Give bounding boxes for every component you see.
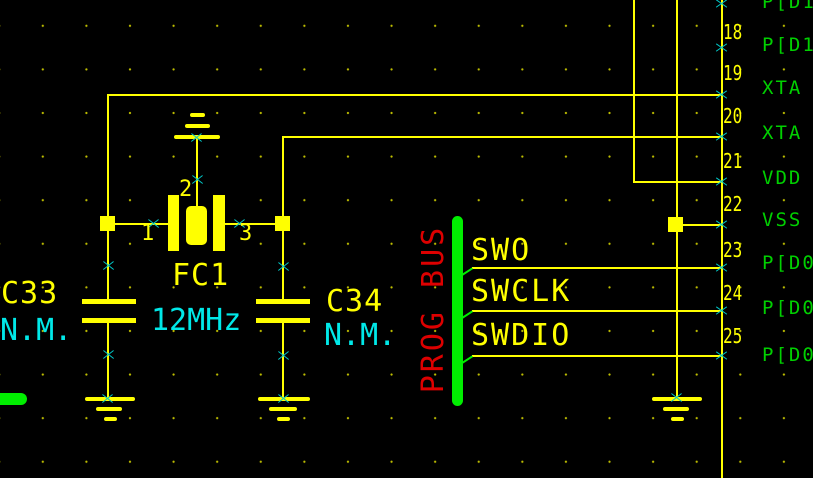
crystal-pin3-number: 3 [239, 221, 253, 246]
net-vss-wire[interactable] [681, 224, 722, 226]
pin-arrow [715, 130, 728, 143]
capacitor-plate [82, 299, 136, 304]
bus-stub-capsule[interactable] [0, 393, 27, 405]
pin-number: 25 [723, 324, 743, 348]
pin-number: 21 [723, 149, 743, 173]
pin-number: 23 [723, 238, 743, 262]
pin-net-label[interactable]: P[D1 [762, 0, 813, 13]
connection-x-mark [101, 392, 114, 405]
net-swo-wire[interactable] [472, 267, 722, 269]
net-vdd-wire[interactable] [633, 181, 722, 183]
pin-net-label[interactable]: VSS [762, 209, 803, 231]
net-xtal2-drop[interactable] [282, 136, 284, 218]
c33-refdes[interactable]: C33 [1, 276, 59, 311]
pin-net-label[interactable]: XTA [762, 77, 803, 99]
pin-net-label[interactable]: VDD [762, 167, 803, 189]
crystal-left-electrode [168, 195, 179, 251]
fc1-refdes[interactable]: FC1 [172, 258, 230, 293]
net-swclk-wire[interactable] [472, 310, 722, 312]
net-xtal2-wire[interactable] [282, 136, 722, 138]
prog-bus-bar[interactable] [452, 216, 463, 406]
pin-arrow [715, 218, 728, 231]
pin-number: 18 [723, 20, 743, 44]
net-label-swo[interactable]: SWO [471, 233, 532, 268]
capacitor-c34-symbol[interactable] [256, 299, 310, 323]
fc1-value[interactable]: 12MHz [151, 303, 242, 338]
connection-x-mark [102, 259, 115, 272]
pin-number: 19 [723, 61, 743, 85]
crystal-pin1-number: 1 [141, 221, 155, 246]
ic-pin-boundary-line[interactable] [721, 0, 723, 478]
connection-x-mark [670, 391, 683, 404]
pin-net-label[interactable]: P[D0 [762, 344, 813, 366]
net-xtal1-wire[interactable] [107, 94, 722, 96]
pin-net-label[interactable]: P[D1 [762, 34, 813, 56]
connection-x-mark [277, 392, 290, 405]
crystal-pin2-number: 2 [179, 177, 193, 202]
junction-square[interactable] [275, 216, 290, 231]
net-vdd-vertical[interactable] [633, 0, 635, 182]
crystal-symbol[interactable] [168, 195, 225, 251]
connection-x-mark [102, 348, 115, 361]
junction-square[interactable] [100, 216, 115, 231]
c33-value[interactable]: N.M. [0, 313, 73, 348]
c34-refdes[interactable]: C34 [326, 284, 384, 319]
crystal-pin1-wire[interactable] [114, 223, 169, 225]
vss-gnd-wire[interactable] [676, 231, 678, 398]
net-label-swdio[interactable]: SWDIO [471, 318, 572, 353]
crystal-right-electrode [213, 195, 225, 251]
pin-net-label[interactable]: XTA [762, 122, 803, 144]
pin-number: 22 [723, 192, 743, 216]
crystal-pin3-wire[interactable] [224, 223, 277, 225]
net-swdio-wire[interactable] [472, 355, 722, 357]
bus-name-label[interactable]: PROG BUS [416, 224, 451, 394]
net-vss-vertical[interactable] [676, 0, 678, 218]
pin-arrow [715, 88, 728, 101]
pin-number: 24 [723, 281, 743, 305]
pin-arrow [715, 304, 728, 317]
pin-number: 20 [723, 104, 743, 128]
connection-x-mark [190, 131, 203, 144]
crystal-body [186, 206, 207, 245]
junction-square[interactable] [668, 217, 683, 232]
pin-net-label[interactable]: P[D0 [762, 252, 813, 274]
capacitor-plate [82, 318, 136, 323]
pin-arrow [715, 0, 728, 10]
connection-x-mark [277, 260, 290, 273]
net-label-swclk[interactable]: SWCLK [471, 274, 572, 309]
capacitor-plate [256, 318, 310, 323]
pin-arrow [715, 175, 728, 188]
capacitor-plate [256, 299, 310, 304]
pin-arrow [715, 41, 728, 54]
capacitor-c33-symbol[interactable] [82, 299, 136, 323]
pin-arrow [715, 349, 728, 362]
pin-net-label[interactable]: P[D0 [762, 297, 813, 319]
net-xtal1-drop[interactable] [107, 94, 109, 217]
connection-x-mark [277, 349, 290, 362]
pin-arrow [715, 261, 728, 274]
connection-x-mark [191, 173, 204, 186]
c34-value[interactable]: N.M. [324, 318, 397, 353]
